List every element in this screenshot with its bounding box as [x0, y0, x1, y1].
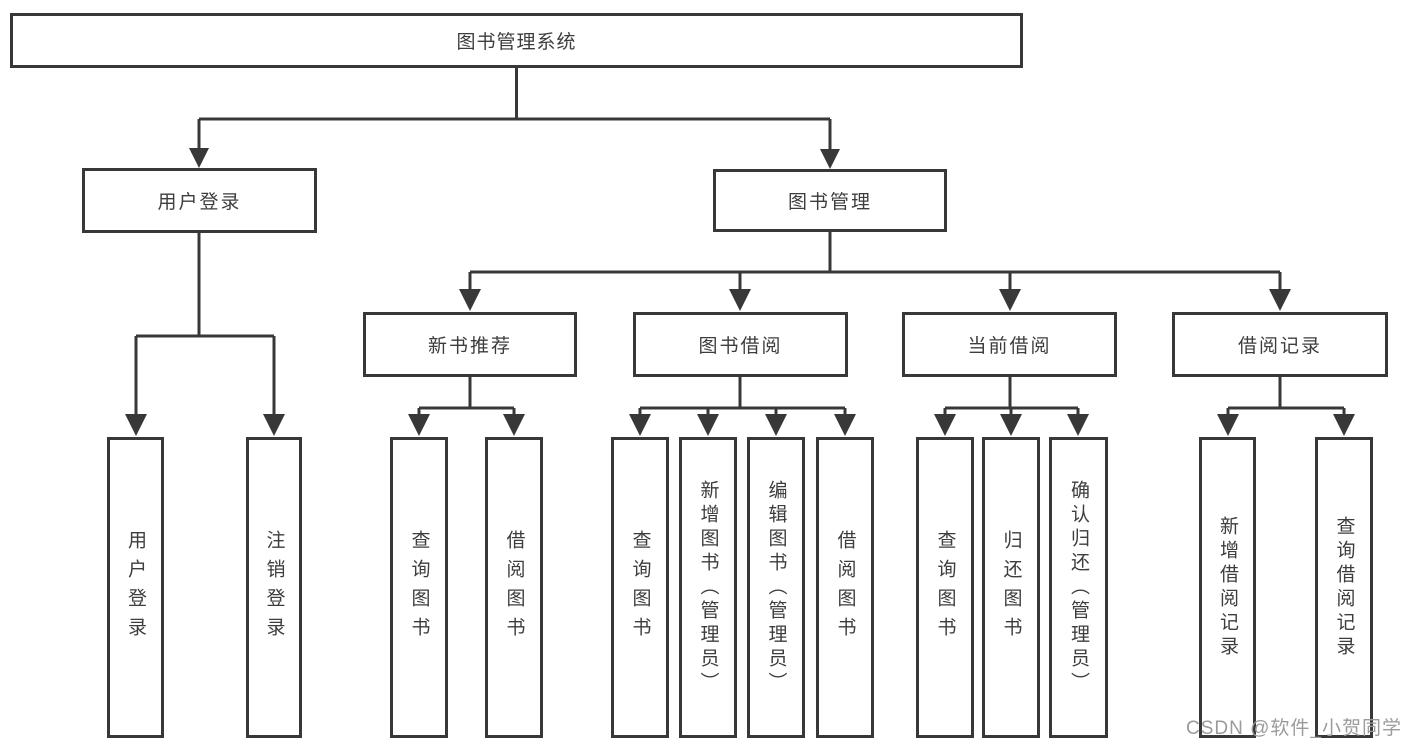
node-label: 借阅图书 [834, 529, 856, 646]
node-user-login: 用户登录 [82, 168, 317, 233]
node-label: 确认归还（管理员） [1068, 479, 1089, 696]
node-book-management: 图书管理 [713, 169, 947, 232]
leaf-logout: 注销登录 [246, 437, 302, 738]
node-label: 新增借阅记录 [1217, 515, 1238, 660]
leaf-query-borrow-record: 查询借阅记录 [1315, 437, 1373, 738]
leaf-return-books: 归还图书 [982, 437, 1040, 738]
node-label: 图书借阅 [698, 336, 783, 357]
leaf-query-books-current: 查询图书 [916, 437, 974, 738]
leaf-query-books-recommend: 查询图书 [390, 437, 448, 738]
node-label: 当前借阅 [967, 336, 1052, 357]
node-borrowing-records: 借阅记录 [1172, 312, 1388, 377]
connector-borrow-records-group [1217, 377, 1355, 436]
leaf-query-books-borrow: 查询图书 [611, 437, 669, 738]
leaf-edit-book-admin: 编辑图书（管理员） [747, 437, 805, 738]
node-label: 查询图书 [629, 529, 651, 646]
leaf-user-login: 用户登录 [107, 437, 164, 738]
node-label: 图书管理 [787, 192, 872, 213]
node-label: 查询图书 [934, 529, 956, 646]
node-label: 注销登录 [263, 529, 285, 646]
connector-book-borrow-group [629, 377, 856, 436]
node-label: 借阅记录 [1237, 336, 1322, 357]
node-label: 查询图书 [408, 529, 430, 646]
csdn-watermark: CSDN @软件_小贺同学 [1186, 718, 1402, 739]
leaf-borrow-books: 借阅图书 [816, 437, 874, 738]
leaf-borrow-books-recommend: 借阅图书 [485, 437, 543, 738]
node-label: 借阅图书 [503, 529, 525, 646]
leaf-add-borrow-record: 新增借阅记录 [1199, 437, 1256, 738]
node-label: 查询借阅记录 [1333, 515, 1355, 660]
node-current-borrowing: 当前借阅 [902, 312, 1117, 377]
node-label: 归还图书 [1000, 529, 1022, 646]
connector-user-login-group [125, 233, 285, 436]
node-library-management-system: 图书管理系统 [10, 13, 1023, 68]
node-label: 用户登录 [157, 192, 242, 213]
node-label: 用户登录 [125, 529, 146, 646]
node-label: 图书管理系统 [456, 32, 577, 53]
connector-new-book-group [408, 377, 525, 436]
node-label: 编辑图书（管理员） [765, 479, 787, 696]
leaf-add-book-admin: 新增图书（管理员） [679, 437, 737, 738]
node-label: 新增图书（管理员） [697, 479, 719, 696]
node-label: 新书推荐 [427, 336, 512, 357]
node-new-book-recommendation: 新书推荐 [363, 312, 577, 377]
connector-book-management-group [459, 232, 1291, 311]
leaf-confirm-return-admin: 确认归还（管理员） [1049, 437, 1108, 738]
node-book-borrowing: 图书借阅 [633, 312, 848, 377]
connector-current-borrow-group [934, 377, 1089, 436]
connector-root-to-level2 [189, 68, 840, 169]
